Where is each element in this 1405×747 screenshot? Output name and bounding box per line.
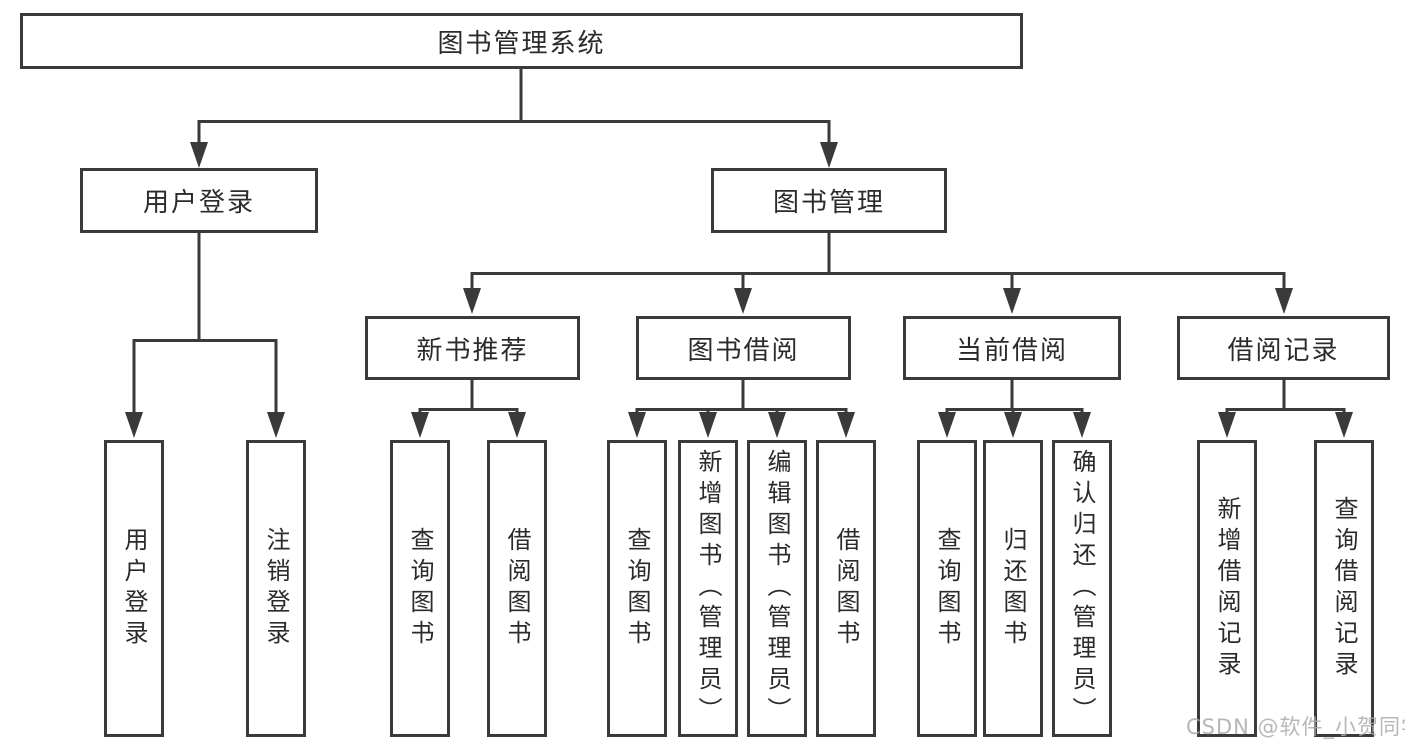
arrow-down-icon — [628, 412, 646, 438]
arrow-down-icon — [1218, 412, 1236, 438]
leaf-node-label: 新增借阅记录 — [1213, 495, 1241, 682]
arrow-down-icon — [125, 412, 143, 438]
leaf-node-label: 查询借阅记录 — [1330, 495, 1358, 682]
arrow-down-icon — [938, 412, 956, 438]
leaf-node-label: 借阅图书 — [832, 526, 860, 651]
leaf-node-label: 注销登录 — [262, 526, 290, 651]
leaf-node-user-login: 用户登录 — [104, 440, 164, 737]
leaf-node-label: 查询图书 — [406, 526, 434, 651]
leaf-node-label: 编辑图书（管理员） — [763, 449, 791, 728]
arrow-down-icon — [734, 288, 752, 314]
leaf-node-label: 查询图书 — [623, 526, 651, 651]
arrow-down-icon — [508, 412, 526, 438]
arrow-down-icon — [1003, 288, 1021, 314]
arrow-down-icon — [1004, 412, 1022, 438]
section-node-book-borrow: 图书借阅 — [636, 316, 851, 380]
branch-node-user-login: 用户登录 — [80, 168, 318, 233]
arrow-down-icon — [699, 412, 717, 438]
arrow-down-icon — [1073, 412, 1091, 438]
leaf-node-edit-books-admin: 编辑图书（管理员） — [747, 440, 807, 737]
arrow-down-icon — [1275, 288, 1293, 314]
leaf-node-label: 查询图书 — [933, 526, 961, 651]
leaf-node-add-borrow-record: 新增借阅记录 — [1197, 440, 1257, 737]
connector-root-to-level2 — [190, 69, 838, 168]
leaf-node-return-books: 归还图书 — [983, 440, 1043, 737]
leaf-node-label: 借阅图书 — [503, 526, 531, 651]
leaf-node-borrow-books-newbooks: 借阅图书 — [487, 440, 547, 737]
connector-new-books-to-leaves — [411, 380, 526, 438]
arrow-down-icon — [768, 412, 786, 438]
leaf-node-logout: 注销登录 — [246, 440, 306, 737]
leaf-node-label: 归还图书 — [999, 526, 1027, 651]
leaf-node-query-books-current: 查询图书 — [917, 440, 977, 737]
leaf-node-label: 新增图书（管理员） — [694, 449, 722, 728]
csdn-watermark: CSDN @软件_小贺同学 — [1186, 715, 1405, 739]
arrow-down-icon — [837, 412, 855, 438]
connector-user-login-to-leaves — [125, 233, 285, 438]
branch-node-book-management: 图书管理 — [711, 168, 947, 233]
leaf-node-query-borrow-record: 查询借阅记录 — [1314, 440, 1374, 737]
root-node-label: 图书管理系统 — [437, 28, 606, 59]
arrow-down-icon — [820, 142, 838, 168]
section-node-label: 借阅记录 — [1227, 335, 1340, 366]
section-node-new-books: 新书推荐 — [365, 316, 580, 380]
leaf-node-label: 确认归还（管理员） — [1068, 449, 1096, 728]
section-node-label: 新书推荐 — [416, 335, 529, 366]
leaf-node-borrow-books: 借阅图书 — [816, 440, 876, 737]
section-node-label: 当前借阅 — [955, 335, 1068, 366]
root-node-library-system: 图书管理系统 — [20, 13, 1023, 69]
leaf-node-add-books-admin: 新增图书（管理员） — [678, 440, 738, 737]
section-node-label: 图书借阅 — [687, 335, 800, 366]
leaf-node-label: 用户登录 — [120, 526, 148, 651]
branch-node-label: 用户登录 — [142, 188, 255, 218]
section-node-current-borrow: 当前借阅 — [903, 316, 1121, 380]
connector-borrow-records-to-leaves — [1218, 380, 1353, 438]
section-node-borrow-records: 借阅记录 — [1177, 316, 1390, 380]
arrow-down-icon — [463, 288, 481, 314]
leaf-node-query-books-borrow: 查询图书 — [607, 440, 667, 737]
leaf-node-query-books-newbooks: 查询图书 — [390, 440, 450, 737]
arrow-down-icon — [1335, 412, 1353, 438]
connector-current-borrow-to-leaves — [938, 380, 1091, 438]
arrow-down-icon — [190, 142, 208, 168]
connector-book-management-to-sections — [463, 233, 1293, 314]
leaf-node-confirm-return-admin: 确认归还（管理员） — [1052, 440, 1112, 737]
arrow-down-icon — [411, 412, 429, 438]
connector-book-borrow-to-leaves — [628, 380, 855, 438]
arrow-down-icon — [267, 412, 285, 438]
branch-node-label: 图书管理 — [772, 188, 885, 218]
